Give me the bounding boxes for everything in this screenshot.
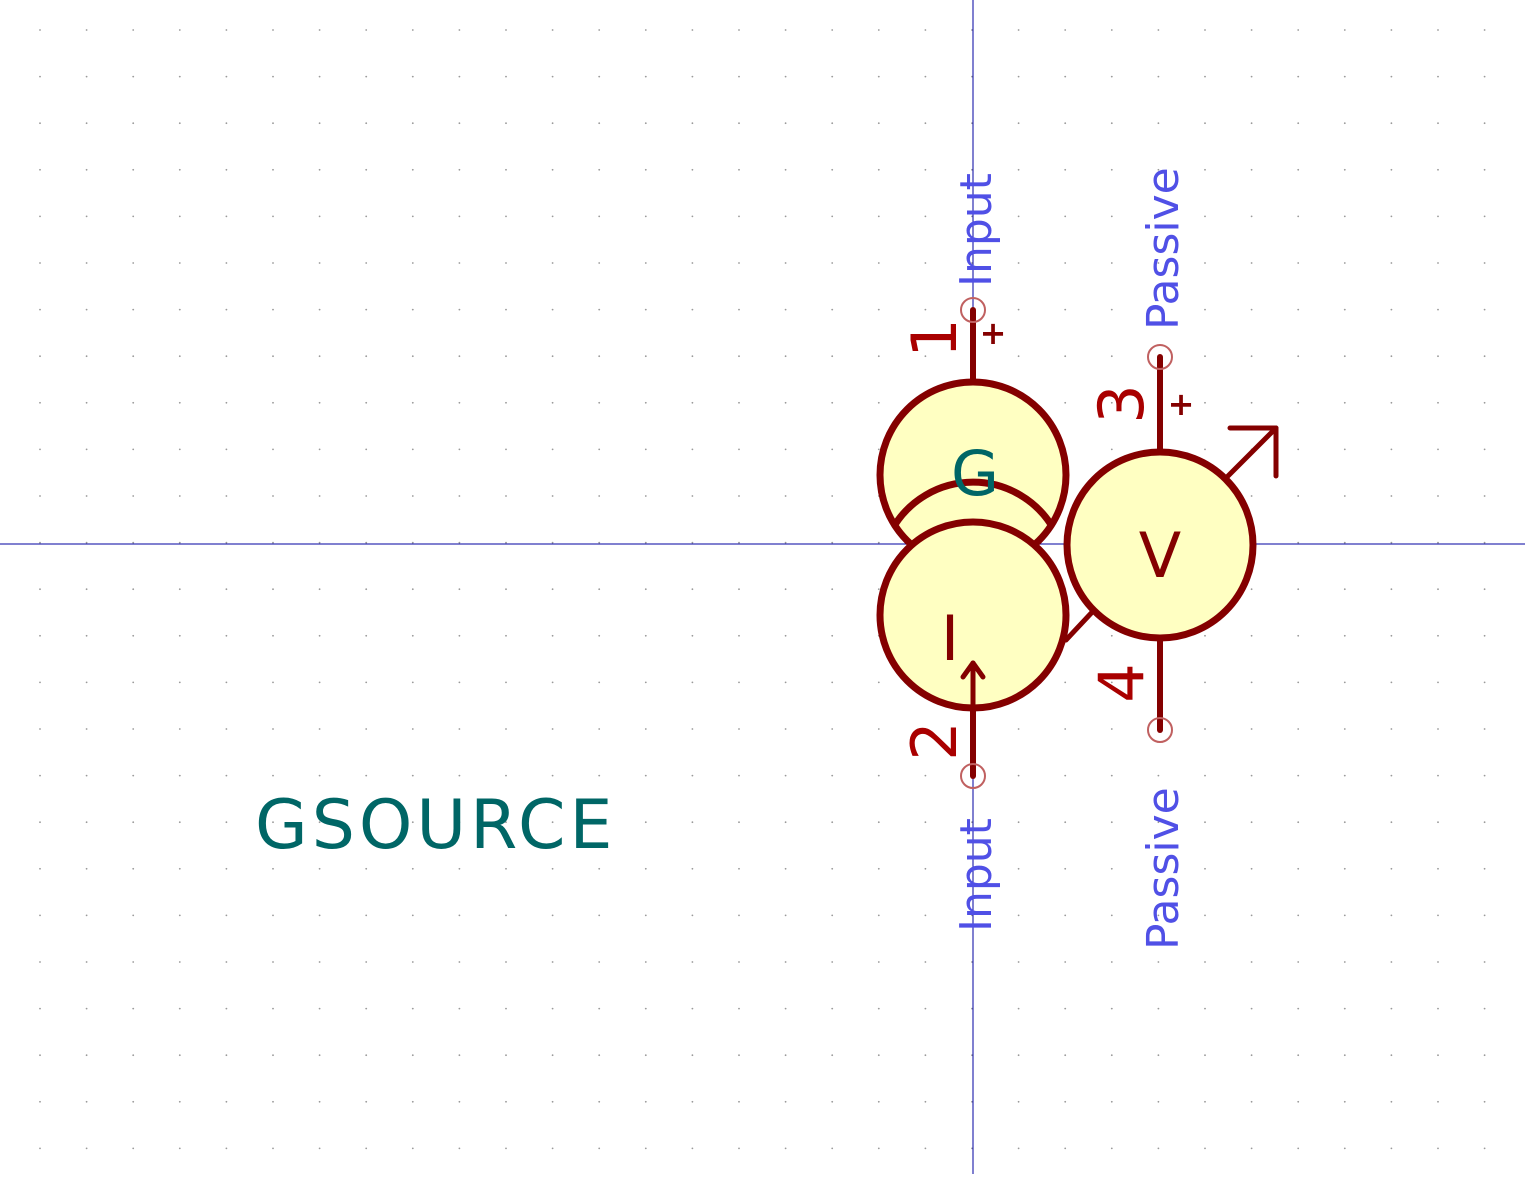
pin-4-number: 4 <box>1085 663 1158 702</box>
pin-3-type: Passive <box>1138 167 1189 330</box>
pin-1-endpoint[interactable] <box>960 297 986 323</box>
gsource-symbol[interactable] <box>876 297 1279 789</box>
pin-1-number: 1 <box>898 318 971 357</box>
meter-arrowhead-icon <box>1227 425 1279 479</box>
pin-4-type: Passive <box>1138 787 1189 950</box>
pin-2-endpoint[interactable] <box>960 763 986 789</box>
current-arrowhead-icon <box>960 660 986 680</box>
pin-3-number: 3 <box>1085 384 1158 423</box>
i-circle-letter: I <box>941 602 959 675</box>
pin-3-endpoint[interactable] <box>1147 344 1173 370</box>
current-source-circle <box>876 518 1070 712</box>
pin-2-type: Input <box>951 818 1002 932</box>
v-circle-letter: V <box>1139 519 1181 592</box>
grid-dots <box>39 29 1486 1150</box>
pin-2-number: 2 <box>898 721 971 760</box>
probe-link-line <box>1063 605 1099 643</box>
reference-label[interactable]: GSOURCE <box>255 786 616 865</box>
meter-arrow-icon <box>1223 425 1279 481</box>
pin-3-polarity-mark: + <box>1168 385 1195 423</box>
voltmeter-circle <box>1063 448 1257 642</box>
circle-overlap-arc <box>891 478 1055 529</box>
pin-1-polarity-mark: + <box>980 314 1007 352</box>
pin-4-endpoint[interactable] <box>1147 717 1173 743</box>
pin-1-type: Input <box>951 173 1002 287</box>
g-circle-letter: G <box>951 437 999 510</box>
